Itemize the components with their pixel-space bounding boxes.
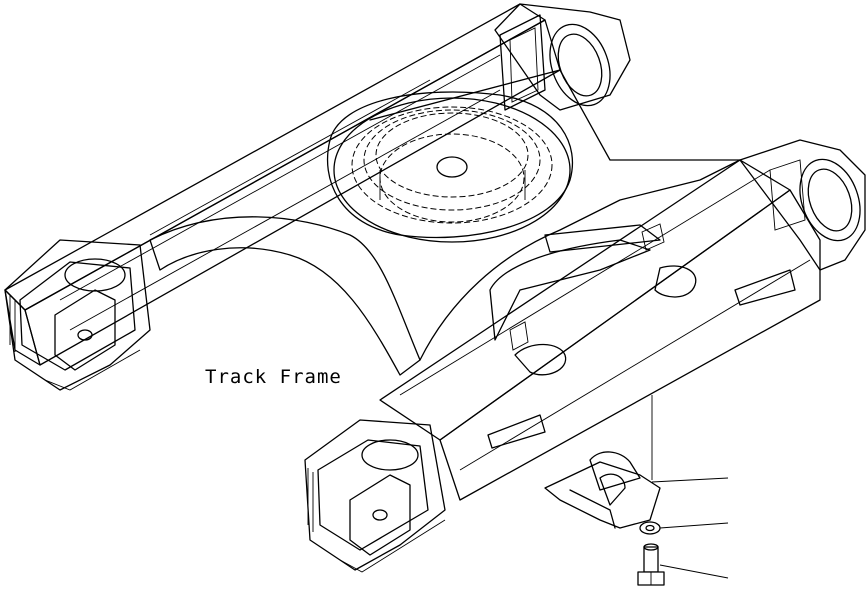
left-sprocket-end — [494, 3, 631, 111]
leader-lines — [651, 395, 729, 579]
right-sprocket-end — [739, 139, 866, 271]
swing-circle — [333, 97, 571, 243]
center-body — [149, 69, 741, 376]
washer-part — [639, 521, 661, 535]
roller-guard-part — [544, 451, 661, 529]
left-front-idler-end — [4, 239, 151, 391]
bolt-part — [637, 543, 665, 586]
left-side-frame — [4, 3, 561, 366]
right-side-frame — [379, 159, 821, 501]
track-frame-label: Track Frame — [205, 366, 342, 388]
right-front-idler-end — [304, 419, 446, 573]
